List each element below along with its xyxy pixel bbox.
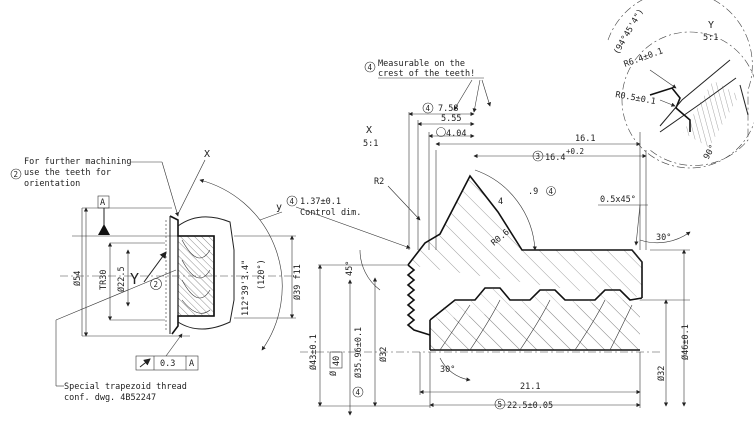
dim-22-5: 22.5±0.05 xyxy=(507,401,553,411)
dim-phi-43: Ø43±0.1 xyxy=(308,334,319,370)
note-measurable-line1: Measurable on the xyxy=(378,59,465,69)
balloon-7: 4 xyxy=(549,187,554,196)
detail-y: (94°45'4") R6.4±0.1 R0.5±0.1 90° Y 5:1 xyxy=(607,0,754,169)
view-arrow-y-label: Y xyxy=(130,270,139,288)
dim-phi-40-sym: Ø xyxy=(328,371,339,376)
dim-r2: R2 xyxy=(374,177,384,187)
note-control-dim: Control dim. xyxy=(300,208,361,218)
note-special-thread-line1: Special trapezoid thread xyxy=(64,382,187,392)
balloon-2: 4 xyxy=(426,104,431,113)
datum-a-label: A xyxy=(100,198,105,208)
detail-x-scale: 5:1 xyxy=(363,139,378,149)
dim-phi-22-5: Ø22.5 xyxy=(116,266,127,292)
dim-7-58: 7.58 xyxy=(438,104,458,114)
dim-5-55: 5.55 xyxy=(441,114,461,124)
balloon-8: 2 xyxy=(14,170,19,179)
dim-detail-angle: (94°45'4") xyxy=(612,7,646,56)
dim-r05-detail: R0.5±0.1 xyxy=(614,90,656,107)
dim-1-37: 1.37±0.1 xyxy=(300,197,341,207)
dim-phi-39: Ø39 f11 xyxy=(292,264,303,300)
bottom-dimensions: 21.1 5 22.5±0.05 30° xyxy=(419,352,641,411)
top-dimensions: 4 7.58 5.55 4.04 16.1 3 16.4 +0.2 xyxy=(408,102,647,250)
dim-phi-40-box: 40 xyxy=(332,356,342,366)
note-measurable-line2: crest of the teeth! xyxy=(378,69,475,79)
dim-4: 4 xyxy=(498,197,503,207)
dim-4-04: 4.04 xyxy=(446,129,466,139)
angle-30-top: 30° xyxy=(656,233,671,243)
runout-value: 0.3 xyxy=(160,359,175,369)
dim-angle-120: (120°) xyxy=(257,259,267,290)
section-view xyxy=(300,174,660,353)
dim-phi-54: Ø54 xyxy=(72,271,83,286)
note-special-thread-line2: conf. dwg. 4B52247 xyxy=(64,393,156,403)
balloon-5: 5 xyxy=(498,400,503,409)
note-machining-line1: For further machining xyxy=(24,157,131,167)
detail-y-letter: Y xyxy=(708,20,714,31)
note-measurable: 4 Measurable on the crest of the teeth! xyxy=(364,59,491,113)
note-machining-line2: use the teeth for xyxy=(24,168,111,178)
x-marker: X xyxy=(177,149,210,215)
dim-90: 90° xyxy=(702,143,718,161)
dim-phi-32-right: Ø32 xyxy=(656,366,667,381)
balloon-9: 2 xyxy=(154,280,159,289)
detail-y-scale: 5:1 xyxy=(703,33,718,43)
special-thread-note: Special trapezoid thread conf. dwg. 4B52… xyxy=(55,269,187,403)
dim-16-4-tol: +0.2 xyxy=(566,147,584,156)
balloon-6: 4 xyxy=(290,197,295,206)
left-part-body: Ø54 TR30 Ø22.5 Y 2 Ø39 f11 112°39'3.4" (… xyxy=(60,178,303,351)
section-diameter-dims: Ø43±0.1 Ø 40 4 Ø35.96±0.1 Ø32 Ø32 Ø46±0.… xyxy=(308,249,691,416)
dim-r6-detail: R6.4±0.1 xyxy=(623,46,665,69)
balloon-3: 3 xyxy=(536,152,541,161)
runout-datum: A xyxy=(189,359,194,369)
runout-frame: 0.3 A xyxy=(135,333,199,371)
dim-16-1: 16.1 xyxy=(575,134,595,144)
balloon-1: 4 xyxy=(368,63,373,72)
dim-angle-112: 112°39'3.4" xyxy=(241,260,251,316)
balloon-4: 4 xyxy=(356,388,361,397)
left-view-note: For further machining 2 use the teeth fo… xyxy=(10,157,179,217)
dim-16-4: 16.4 xyxy=(545,153,565,163)
dim-21-1: 21.1 xyxy=(520,382,540,392)
detail-x-label: X 5:1 xyxy=(363,125,378,149)
angle-30-bottom: 30° xyxy=(440,365,455,375)
dim-phi-35-96: Ø35.96±0.1 xyxy=(353,327,364,378)
dim-phi-32-left: Ø32 xyxy=(378,347,389,362)
y-marker-letter: y xyxy=(276,202,282,213)
note-machining-line3: orientation xyxy=(24,179,80,189)
datum-a: A xyxy=(72,195,180,237)
x-marker-letter: X xyxy=(204,149,210,160)
dim-tr30: TR30 xyxy=(99,270,109,290)
dim-09: .9 xyxy=(528,187,538,197)
dim-05x45: 0.5x45° xyxy=(600,195,636,205)
angle-45: 45° xyxy=(345,261,355,276)
dim-phi-46: Ø46±0.1 xyxy=(680,324,691,360)
detail-x-letter: X xyxy=(366,125,372,136)
